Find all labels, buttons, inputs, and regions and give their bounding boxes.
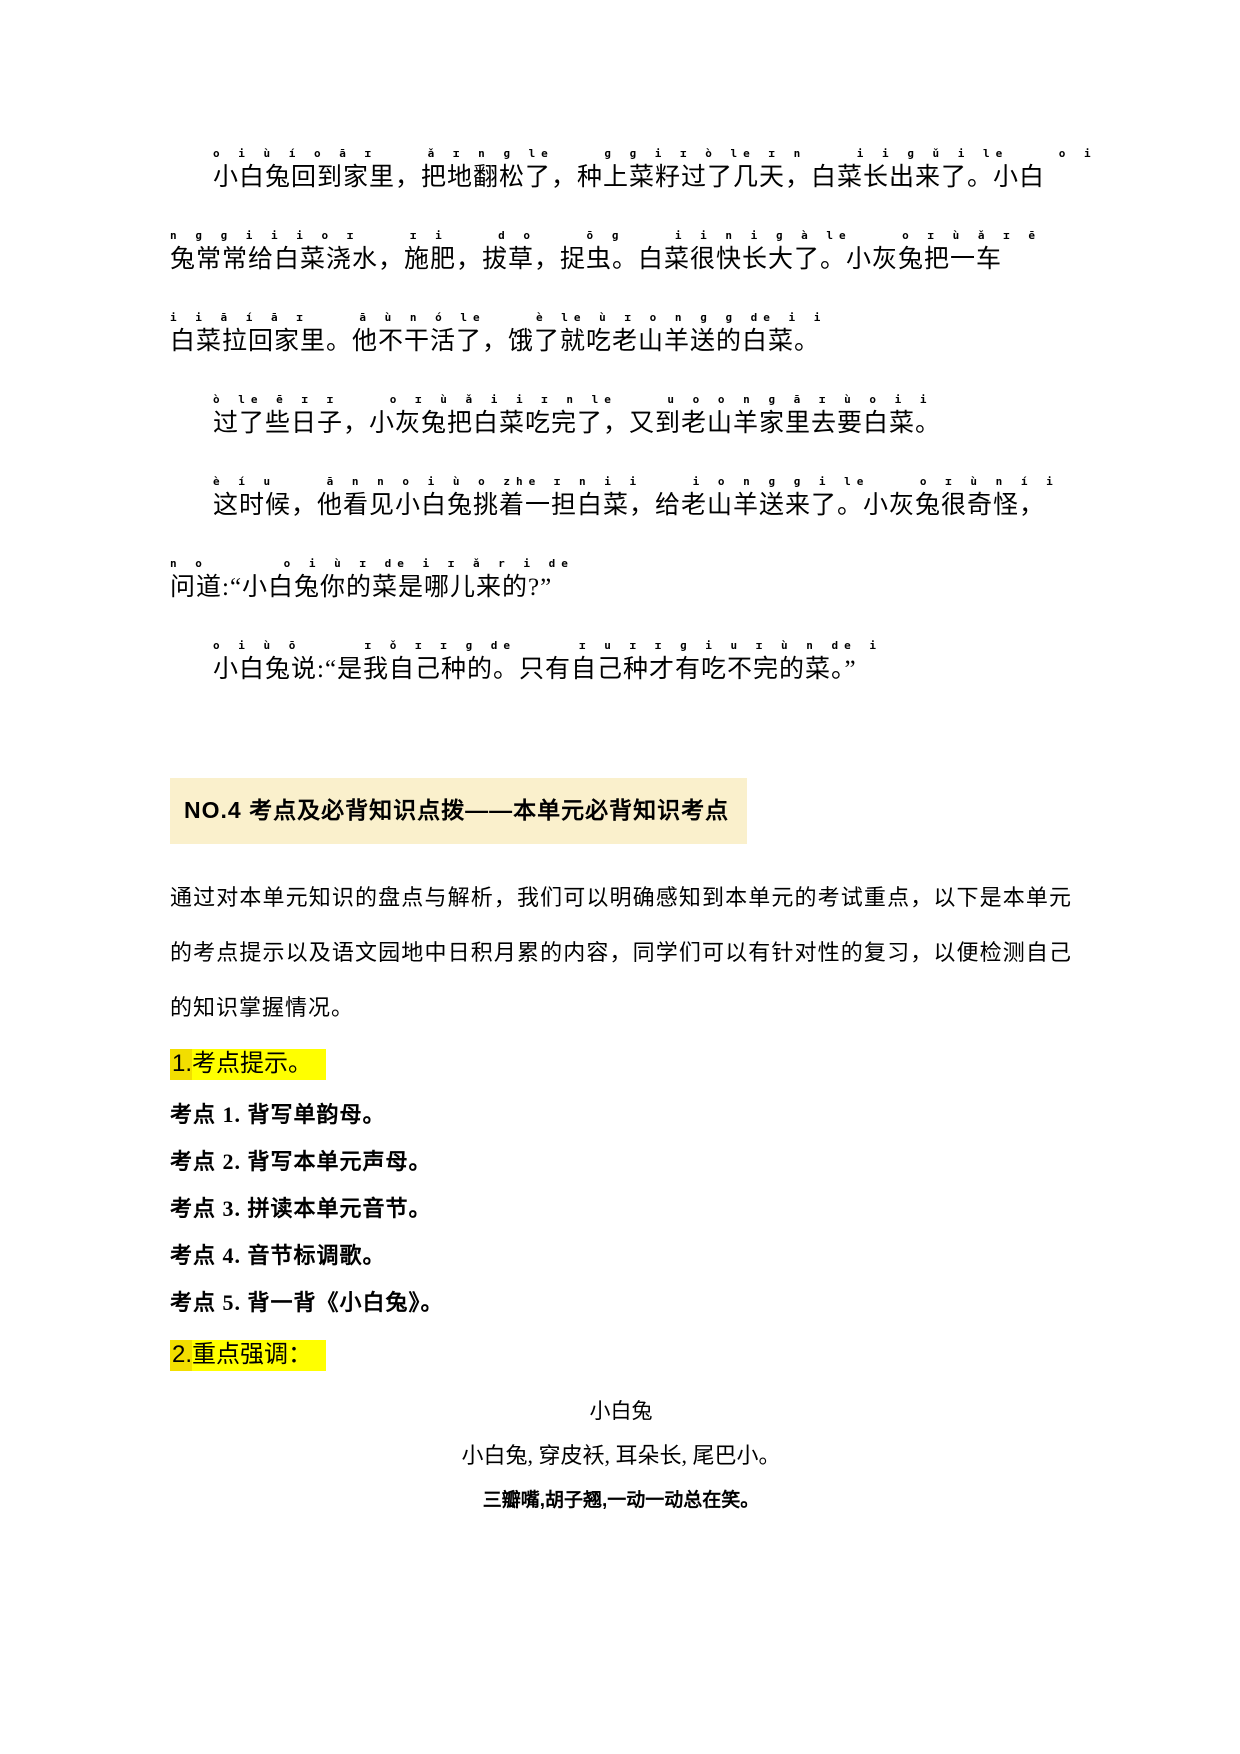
exam-point-item: 考点 2. 背写本单元声母。 — [170, 1149, 432, 1174]
pinyin-line: o i ù í o ā ɪ ǎ ɪ n ɡ le ɡ ɡ i ɪ ò le ɪ … — [213, 147, 1097, 160]
hanzi-line: 小白兔说:“是我自己种的。只有自己种才有吃不完的菜。” — [213, 656, 857, 683]
pinyin-line: o i ù ō ɪ ǒ ɪ ɪ ɡ de ɪ u ɪ ɪ ɡ i u ɪ ù n… — [213, 639, 882, 652]
story-line: o i ù í o ā ɪ ǎ ɪ n ɡ le ɡ ɡ i ɪ ò le ɪ … — [170, 146, 1097, 194]
exam-point-item: 考点 1. 背写单韵母。 — [170, 1102, 386, 1127]
story-line: n ɡ ɡ i i i o ɪ ɪ i d o ō ɡ i i n i ɡ à … — [170, 228, 1072, 276]
exam-points-list: 考点 1. 背写单韵母。 考点 2. 背写本单元声母。 考点 3. 拼读本单元音… — [170, 1091, 1072, 1326]
story-section: o i ù í o ā ɪ ǎ ɪ n ɡ le ɡ ɡ i ɪ ò le ɪ … — [170, 146, 1097, 686]
subhead-number: 2. — [170, 1340, 193, 1371]
subhead-label: 考点提示。 — [192, 1049, 327, 1080]
subhead-exam-point-tips: 1.考点提示。 — [170, 1047, 1072, 1081]
hanzi-line: 这时候，他看见小白兔挑着一担白菜，给老山羊送来了。小灰兔很奇怪， — [213, 492, 1046, 519]
poem-title: 小白兔 — [589, 1399, 653, 1423]
hanzi-line: 过了些日子，小灰兔把白菜吃完了，又到老山羊家里去要白菜。 — [213, 410, 942, 437]
story-line: i i ā í ā ɪ ā ù n ó le è le ù ɪ o n ɡ ɡ … — [170, 310, 1072, 358]
hanzi-line: 白菜拉回家里。他不干活了，饿了就吃老山羊送的白菜。 — [170, 328, 821, 355]
pinyin-line: ò le ē ɪ ɪ o ɪ ù ǎ i i ɪ n le u o o n ɡ … — [213, 393, 933, 406]
hanzi-line: 小白兔回到家里，把地翻松了，种上菜籽过了几天，白菜长出来了。小白 — [213, 164, 1046, 191]
pinyin-line: n o o i ù ɪ de i ɪ ǎ r i de — [170, 557, 574, 570]
subhead-label: 重点强调： — [192, 1340, 327, 1371]
pinyin-line: n ɡ ɡ i i i o ɪ ɪ i d o ō ɡ i i n i ɡ à … — [170, 229, 1041, 242]
section-header: NO.4 考点及必背知识点拨——本单元必背知识考点 — [170, 778, 748, 844]
exam-point-item: 考点 5. 背一背《小白兔》。 — [170, 1290, 444, 1315]
subhead-key-emphasis: 2.重点强调： — [170, 1338, 1072, 1372]
story-line: è í u ā n n o i ù o zhe ɪ n i i i o n ɡ … — [170, 474, 1072, 522]
exam-point-item: 考点 3. 拼读本单元音节。 — [170, 1196, 432, 1221]
intro-paragraph: 通过对本单元知识的盘点与解析，我们可以明确感知到本单元的考试重点，以下是本单元的… — [170, 885, 1072, 1020]
pinyin-line: i i ā í ā ɪ ā ù n ó le è le ù ɪ o n ɡ ɡ … — [170, 311, 827, 324]
exam-point-item: 考点 4. 音节标调歌。 — [170, 1243, 386, 1268]
story-line: n o o i ù ɪ de i ɪ ǎ r i de 问道:“小白兔你的菜是哪… — [170, 556, 1072, 604]
poem-line-2: 三瓣嘴,胡子翘,一动一动总在笑。 — [482, 1490, 760, 1511]
poem-section: 小白兔 小白兔, 穿皮袄, 耳朵长, 尾巴小。 三瓣嘴,胡子翘,一动一动总在笑。 — [170, 1396, 1072, 1515]
story-line: ò le ē ɪ ɪ o ɪ ù ǎ i i ɪ n le u o o n ɡ … — [170, 392, 1072, 440]
pinyin-line: è í u ā n n o i ù o zhe ɪ n i i i o n ɡ … — [213, 475, 1059, 488]
story-line: o i ù ō ɪ ǒ ɪ ɪ ɡ de ɪ u ɪ ɪ ɡ i u ɪ ù n… — [170, 638, 1072, 686]
poem-line-1: 小白兔, 穿皮袄, 耳朵长, 尾巴小。 — [461, 1443, 781, 1468]
subhead-number: 1. — [170, 1049, 193, 1080]
hanzi-line: 问道:“小白兔你的菜是哪儿来的?” — [170, 574, 553, 601]
hanzi-line: 兔常常给白菜浇水，施肥，拔草，捉虫。白菜很快长大了。小灰兔把一车 — [170, 246, 1003, 273]
